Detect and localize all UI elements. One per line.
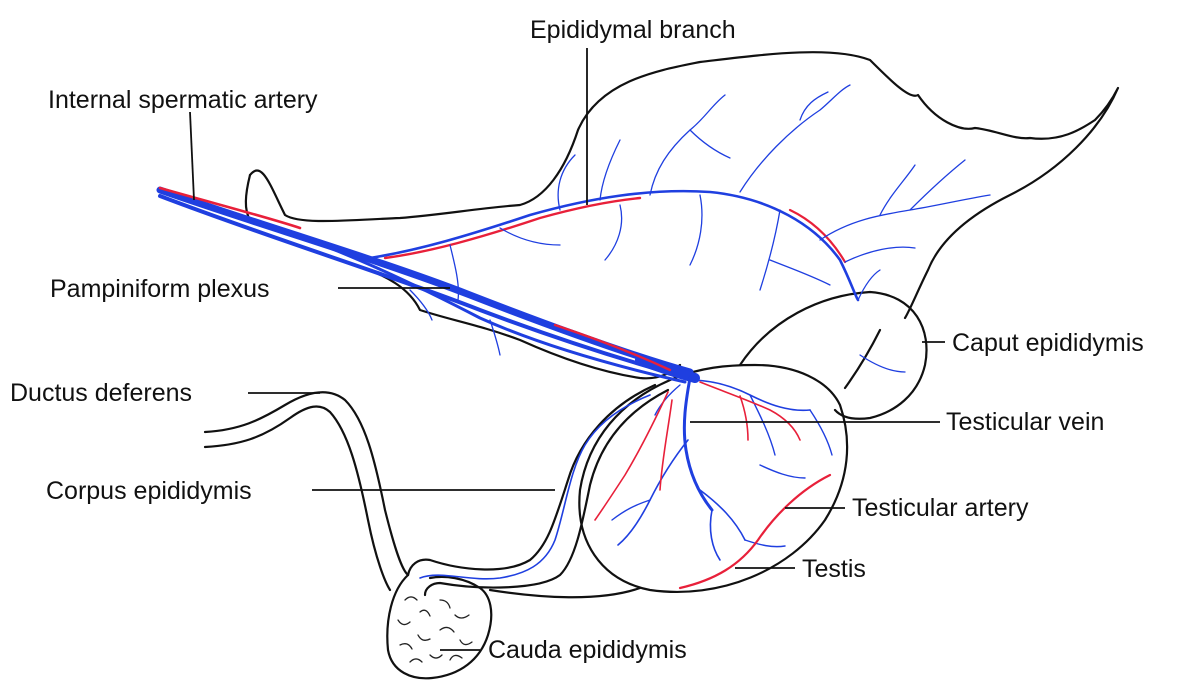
testicular-artery-branches [595, 382, 830, 588]
small-vein [690, 195, 702, 265]
cauda-crypt [398, 620, 410, 625]
small-vein [558, 155, 575, 210]
small-vein [605, 205, 622, 260]
testicular-artery-branch [740, 396, 748, 440]
label-ductus-deferens: Ductus deferens [10, 379, 192, 407]
testicular-vein-main [684, 378, 712, 510]
small-vein [690, 130, 730, 158]
cauda-crypt [455, 615, 469, 618]
small-vein [910, 160, 965, 210]
cauda-crypt [460, 640, 472, 645]
testicular-artery-branch [700, 382, 800, 440]
cauda-crypt [450, 655, 462, 660]
small-vein [650, 95, 725, 195]
small-vein [500, 228, 560, 245]
label-epididymal-branch: Epididymal branch [530, 16, 736, 44]
small-vein [880, 165, 915, 215]
small-vein [858, 270, 880, 300]
label-cauda-epididymis: Cauda epididymis [488, 636, 687, 664]
cauda-crypt [418, 635, 430, 640]
caput-epididymis-shape [740, 292, 927, 419]
leader-internal-spermatic-artery [190, 112, 194, 200]
label-testicular-vein: Testicular vein [946, 408, 1104, 436]
cauda-crypt [405, 597, 417, 600]
label-testicular-artery: Testicular artery [852, 494, 1029, 522]
label-pampiniform-plexus: Pampiniform plexus [50, 275, 270, 303]
cauda-crypt [440, 627, 454, 632]
label-caput-epididymis: Caput epididymis [952, 329, 1144, 357]
epididymis-lower-border [490, 588, 640, 597]
caput-inner-line [845, 330, 880, 388]
corpus-epididymis-inner [425, 390, 668, 595]
cauda-crypt [400, 644, 412, 649]
testicular-artery-branch [660, 400, 672, 490]
small-vein [860, 355, 905, 372]
cauda-crypt [410, 659, 422, 662]
small-vein [600, 140, 620, 200]
small-vein [410, 290, 432, 320]
mesorchium-outline [250, 52, 1118, 318]
testicular-vein-branch [810, 410, 832, 455]
cauda-crypt [420, 610, 430, 616]
small-vein [820, 195, 990, 240]
testicular-vein-branch [745, 540, 785, 547]
label-testis: Testis [802, 555, 866, 583]
epididymal-branch-artery [385, 198, 640, 258]
small-vein [740, 85, 850, 192]
label-internal-spermatic-artery: Internal spermatic artery [48, 86, 318, 114]
mesentery-vessels [410, 85, 990, 372]
cauda-crypts [398, 597, 472, 662]
small-vein [760, 210, 780, 290]
cauda-epididymis-shape [387, 575, 491, 678]
label-corpus-epididymis: Corpus epididymis [46, 477, 252, 505]
corpus-vessel [420, 395, 650, 579]
testicular-vein-branch [618, 440, 688, 545]
small-vein [845, 247, 915, 262]
cauda-crypt [430, 655, 442, 658]
testicular-vein-branch [760, 465, 805, 478]
testicular-vein-branch [700, 490, 745, 540]
cauda-crypt [440, 600, 450, 608]
small-vein [770, 260, 830, 285]
testicular-vein-branch [710, 510, 720, 560]
